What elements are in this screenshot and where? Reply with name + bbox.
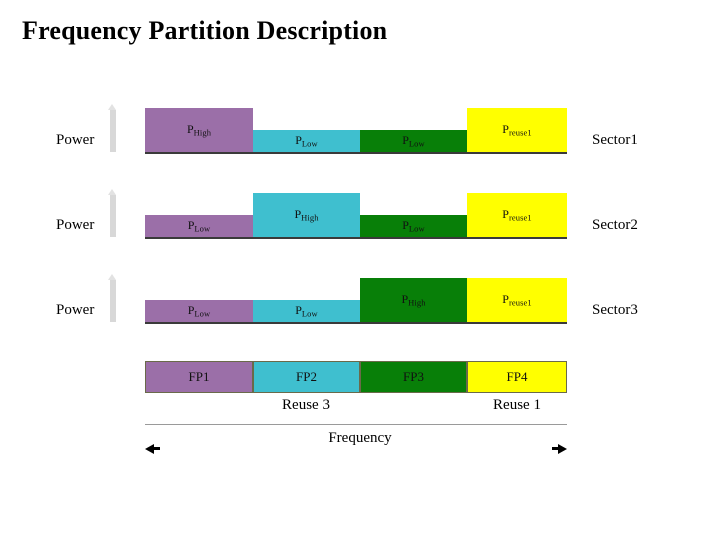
power-block-fp1-low: PLow [145,215,253,237]
power-block-label: PLow [188,304,211,318]
frequency-partition-block-fp1: FP1 [145,361,253,393]
power-block-fp3-high: PHigh [360,278,467,322]
power-axis-arrow-icon [108,274,116,280]
power-block-label: PLow [188,219,211,233]
frequency-axis-line [145,424,567,425]
power-subscript: High [301,212,319,223]
power-symbol: P [186,122,194,136]
power-block-label: PHigh [187,123,211,137]
power-block-fp4-high: Preuse1 [467,193,567,237]
power-subscript: Low [194,223,211,234]
power-block-label: PHigh [401,293,425,307]
arrow-left-icon [145,444,154,454]
frequency-partition-block-fp4: FP4 [467,361,567,393]
page-title: Frequency Partition Description [22,16,388,45]
power-axis-arrow-icon [108,189,116,195]
power-subscript: Low [408,223,425,234]
power-block-fp2-low: PLow [253,300,360,322]
power-block-label: PLow [402,134,425,148]
power-symbol: P [402,133,409,147]
power-axis-title: Power [56,302,95,318]
frequency-axis-label: Frequency [328,430,392,446]
power-subscript: reuse1 [508,127,532,138]
power-symbol: P [502,122,509,136]
power-axis-arrow-icon [108,104,116,110]
power-block-fp4-high: Preuse1 [467,278,567,322]
arrow-right-icon [558,444,567,454]
frequency-partition-legend-row: FP1 FP2 FP3 FP4 [0,361,720,395]
power-block-label: PLow [295,134,318,148]
power-symbol: P [295,133,302,147]
power-block-label: Preuse1 [502,123,531,137]
power-subscript: reuse1 [508,212,532,223]
power-block-label: PHigh [294,208,318,222]
power-symbol: P [401,292,409,306]
power-block-fp4-high: Preuse1 [467,108,567,152]
frequency-partition-block-fp2: FP2 [253,361,360,393]
frequency-partition-label: FP3 [403,369,424,384]
power-block-fp1-low: PLow [145,300,253,322]
sector-baseline [145,322,567,324]
power-symbol: P [187,218,195,232]
power-block-fp3-low: PLow [360,215,467,237]
reuse-factor-label: Reuse 3 [282,397,330,413]
arrow-left-tail [154,447,160,450]
frequency-partition-block-fp3: FP3 [360,361,467,393]
power-block-label: Preuse1 [502,293,531,307]
power-axis-title: Power [56,132,95,148]
power-block-fp1-high: PHigh [145,108,253,152]
power-symbol: P [295,303,302,317]
sector-name-label: Sector3 [592,302,638,318]
power-block-label: PLow [402,219,425,233]
power-symbol: P [187,303,195,317]
power-block-label: Preuse1 [502,208,531,222]
power-subscript: High [193,127,212,138]
sector-name-label: Sector1 [592,132,638,148]
reuse-factor-label: Reuse 1 [493,397,541,413]
power-block-fp3-low: PLow [360,130,467,152]
power-axis-line [110,280,116,322]
power-block-fp2-high: PHigh [253,193,360,237]
power-subscript: Low [301,138,318,149]
power-symbol: P [402,218,409,232]
sector-baseline [145,152,567,154]
sector-baseline [145,237,567,239]
power-subscript: Low [408,138,425,149]
frequency-partition-label: FP2 [296,369,317,384]
arrow-right-tail [552,447,558,450]
power-symbol: P [502,292,509,306]
power-axis-line [110,195,116,237]
frequency-partition-label: FP1 [188,369,210,384]
power-subscript: High [408,297,426,308]
power-symbol: P [502,207,509,221]
sector-name-label: Sector2 [592,217,638,233]
power-subscript: Low [301,308,318,319]
power-block-label: PLow [295,304,318,318]
frequency-partition-label: FP4 [506,369,528,384]
power-subscript: Low [194,308,211,319]
power-axis-line [110,110,116,152]
power-symbol: P [294,207,302,221]
power-block-fp2-low: PLow [253,130,360,152]
power-subscript: reuse1 [508,297,532,308]
power-axis-title: Power [56,217,95,233]
